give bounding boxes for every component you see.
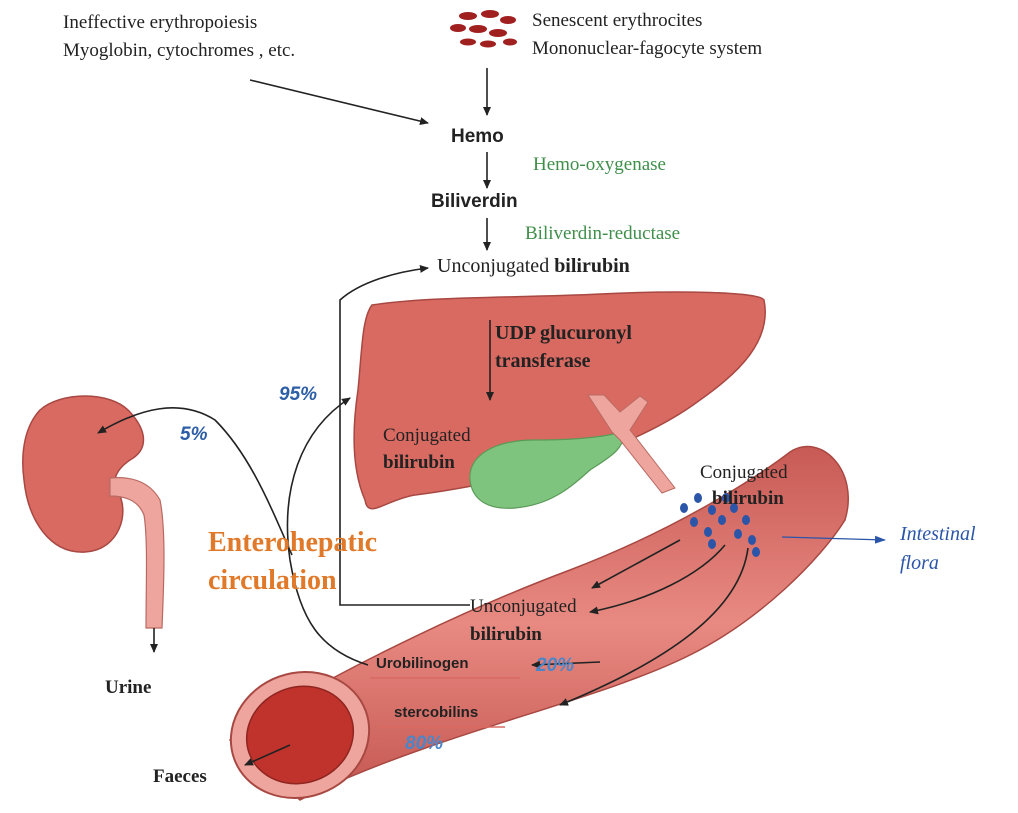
liver-conjugated-label-1: Conjugated (383, 425, 471, 447)
intestine-conjugated-label-1: Conjugated (700, 462, 788, 484)
urobilinogen-percent: 20% (536, 655, 574, 677)
liver-conjugated-label-2: bilirubin (383, 452, 455, 474)
erythrocytes-icon (450, 10, 517, 48)
faeces-label: Faeces (153, 766, 207, 788)
enterohepatic-title-2: circulation (208, 565, 337, 597)
pathway-arrows (250, 68, 487, 250)
kidney-percent: 5% (180, 424, 207, 446)
source-label-right-2: Mononuclear-fagocyte system (532, 38, 762, 60)
intestinal-flora-label-1: Intestinal (900, 523, 976, 546)
stercobilins-percent: 80% (405, 733, 443, 755)
intestine-unconjugated-label-2: bilirubin (470, 624, 542, 646)
urine-label: Urine (105, 677, 151, 699)
source-label-left-2: Myoglobin, cytochromes , etc. (63, 40, 295, 62)
stercobilins-label: stercobilins (394, 704, 478, 721)
hemo-oxygenase-label: Hemo-oxygenase (533, 154, 666, 176)
source-label-left-1: Ineffective erythropoiesis (63, 12, 257, 34)
source-label-right-1: Senescent erythrocites (532, 10, 702, 32)
hemo-label: Hemo (451, 126, 504, 148)
urobilinogen-label: Urobilinogen (376, 655, 469, 672)
intestine-conjugated-label-2: bilirubin (712, 488, 784, 510)
udp-enzyme-label-1: UDP glucuronyl (495, 322, 632, 345)
intestine-unconjugated-label-1: Unconjugated (470, 596, 577, 618)
biliverdin-reductase-label: Biliverdin-reductase (525, 223, 680, 245)
unconjugated-bilirubin-label: Unconjugated bilirubin (437, 255, 630, 278)
udp-enzyme-label-2: transferase (495, 350, 591, 373)
enterohepatic-title-1: Enterohepatic (208, 527, 377, 559)
intestinal-flora-label-2: flora (900, 552, 939, 575)
unconjugated-prefix: Unconjugated (437, 255, 549, 277)
unconjugated-bilirubin-word: bilirubin (554, 255, 630, 277)
enterohepatic-percent: 95% (279, 384, 317, 406)
biliverdin-label: Biliverdin (431, 191, 518, 213)
